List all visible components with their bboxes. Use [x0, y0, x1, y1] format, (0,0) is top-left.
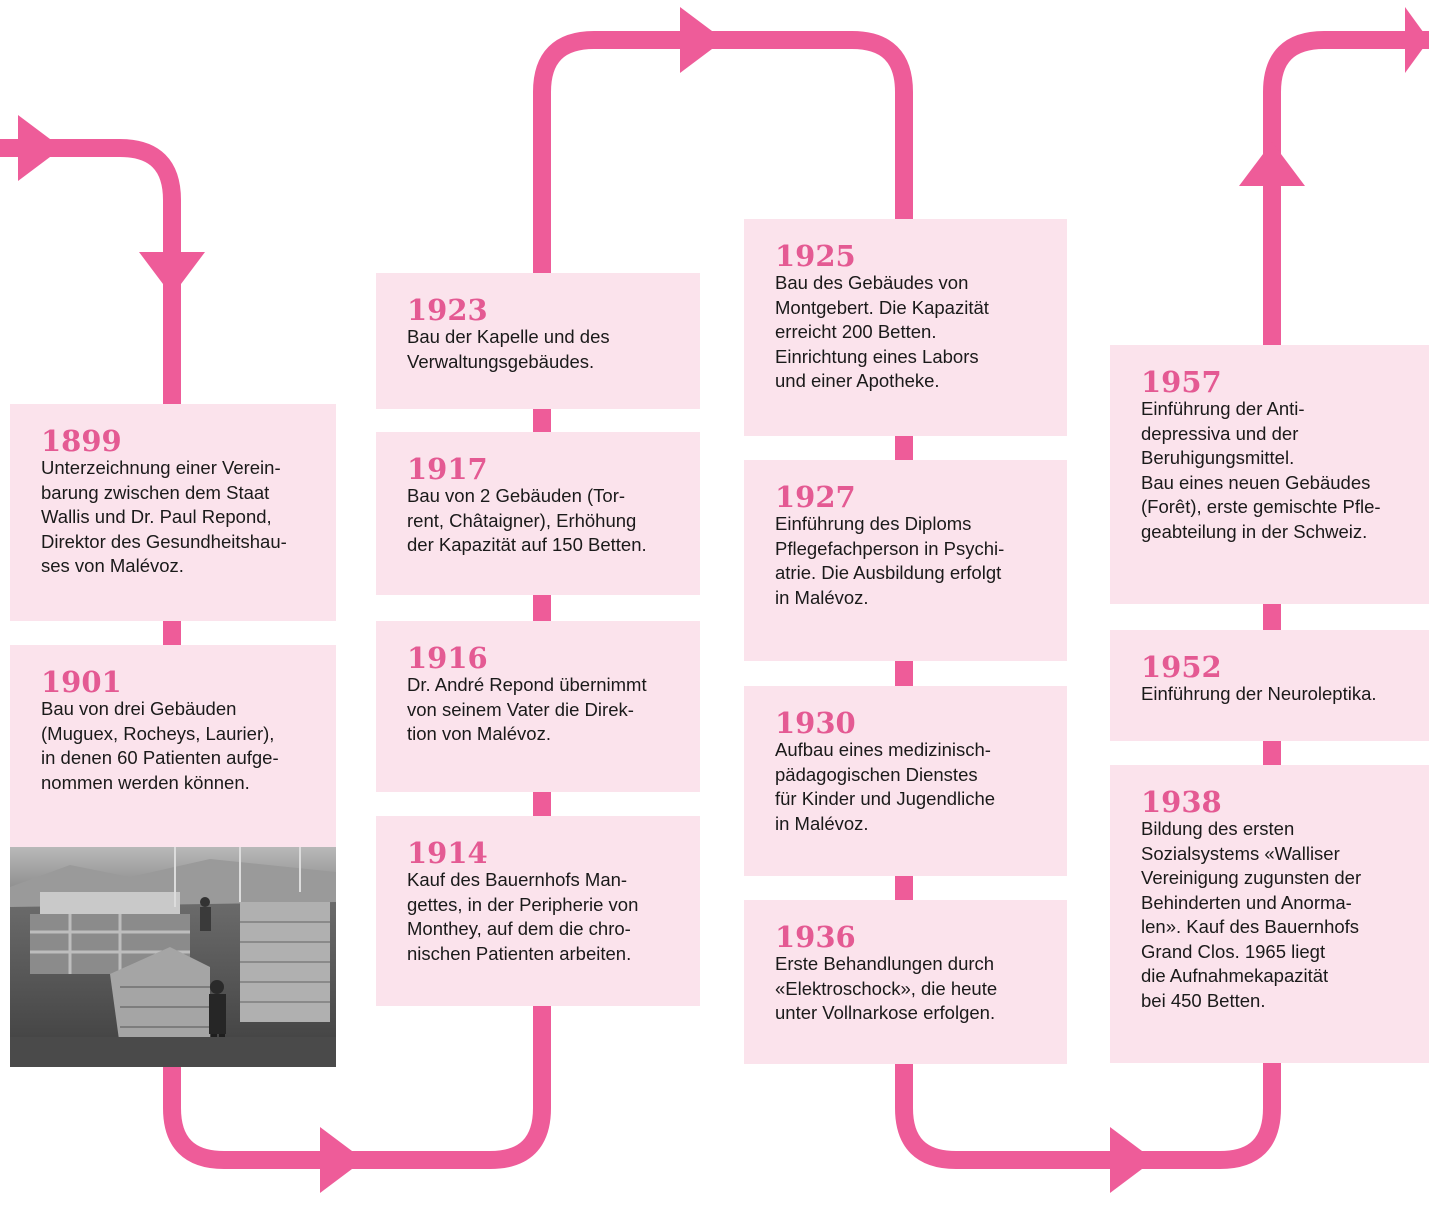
- event-card-1957: 1957 Einführung der Anti- depressiva und…: [1110, 345, 1429, 604]
- event-text: Dr. André Repond übernimmt von seinem Va…: [407, 674, 647, 744]
- event-text: Unterzeichnung einer Verein- barung zwis…: [41, 457, 287, 576]
- event-text: Einführung der Neuroleptika.: [1141, 683, 1377, 704]
- event-year: 1923: [407, 293, 488, 327]
- event-card-1930: 1930 Aufbau eines medizinisch- pädagogis…: [744, 686, 1067, 876]
- event-year: 1901: [41, 665, 122, 699]
- event-card-1938: 1938 Bildung des ersten Sozialsystems «W…: [1110, 765, 1429, 1063]
- event-card-1899: 1899 Unterzeichnung einer Verein- barung…: [10, 404, 336, 621]
- event-card-1936: 1936 Erste Behandlungen durch «Elektrosc…: [744, 900, 1067, 1064]
- event-year: 1927: [775, 480, 856, 514]
- event-year: 1936: [775, 920, 856, 954]
- event-card-1916: 1916 Dr. André Repond übernimmt von sein…: [376, 621, 700, 792]
- event-card-1901: 1901 Bau von drei Gebäuden (Muguex, Roch…: [10, 645, 336, 847]
- arrow-right-icon: [1110, 1127, 1154, 1193]
- arrow-down-icon: [139, 252, 205, 296]
- event-card-1923: 1923 Bau der Kapelle und des Verwaltungs…: [376, 273, 700, 409]
- event-year: 1957: [1141, 365, 1222, 399]
- event-text: Einführung des Diploms Pflegefachperson …: [775, 513, 1005, 608]
- event-card-1917: 1917 Bau von 2 Gebäuden (Tor- rent, Chât…: [376, 432, 700, 595]
- event-text: Bau von drei Gebäuden (Muguex, Rocheys, …: [41, 698, 279, 793]
- event-text: Bau von 2 Gebäuden (Tor- rent, Châtaigne…: [407, 485, 647, 555]
- arrow-right-icon: [680, 7, 724, 73]
- construction-photo-image: [10, 847, 336, 1067]
- event-year: 1914: [407, 836, 488, 870]
- arrow-right-icon: [1405, 7, 1429, 73]
- construction-photo: [10, 847, 336, 1067]
- event-text: Bau der Kapelle und des Verwaltungsgebäu…: [407, 326, 610, 372]
- event-card-1914: 1914 Kauf des Bauernhofs Man- gettes, in…: [376, 816, 700, 1006]
- arrow-up-icon: [1239, 142, 1305, 186]
- event-text: Bau des Gebäudes von Montgebert. Die Kap…: [775, 272, 989, 391]
- event-card-1927: 1927 Einführung des Diploms Pflegefachpe…: [744, 460, 1067, 661]
- event-year: 1930: [775, 706, 856, 740]
- arrow-right-icon: [320, 1127, 364, 1193]
- event-year: 1925: [775, 239, 856, 273]
- event-text: Aufbau eines medizinisch- pädagogischen …: [775, 739, 996, 834]
- event-text: Bildung des ersten Sozialsystems «Wallis…: [1141, 818, 1362, 1011]
- arrow-right-icon: [18, 115, 62, 181]
- event-card-1952: 1952 Einführung der Neuroleptika.: [1110, 630, 1429, 741]
- event-text: Erste Behandlungen durch «Elektroschock»…: [775, 953, 998, 1023]
- event-card-1925: 1925 Bau des Gebäudes von Montgebert. Di…: [744, 219, 1067, 436]
- event-year: 1916: [407, 641, 488, 675]
- event-year: 1952: [1141, 650, 1222, 684]
- event-year: 1917: [407, 452, 488, 486]
- event-text: Kauf des Bauernhofs Man- gettes, in der …: [407, 869, 639, 964]
- event-text: Einführung der Anti- depressiva und der …: [1141, 398, 1381, 542]
- event-year: 1938: [1141, 785, 1222, 819]
- event-year: 1899: [41, 424, 122, 458]
